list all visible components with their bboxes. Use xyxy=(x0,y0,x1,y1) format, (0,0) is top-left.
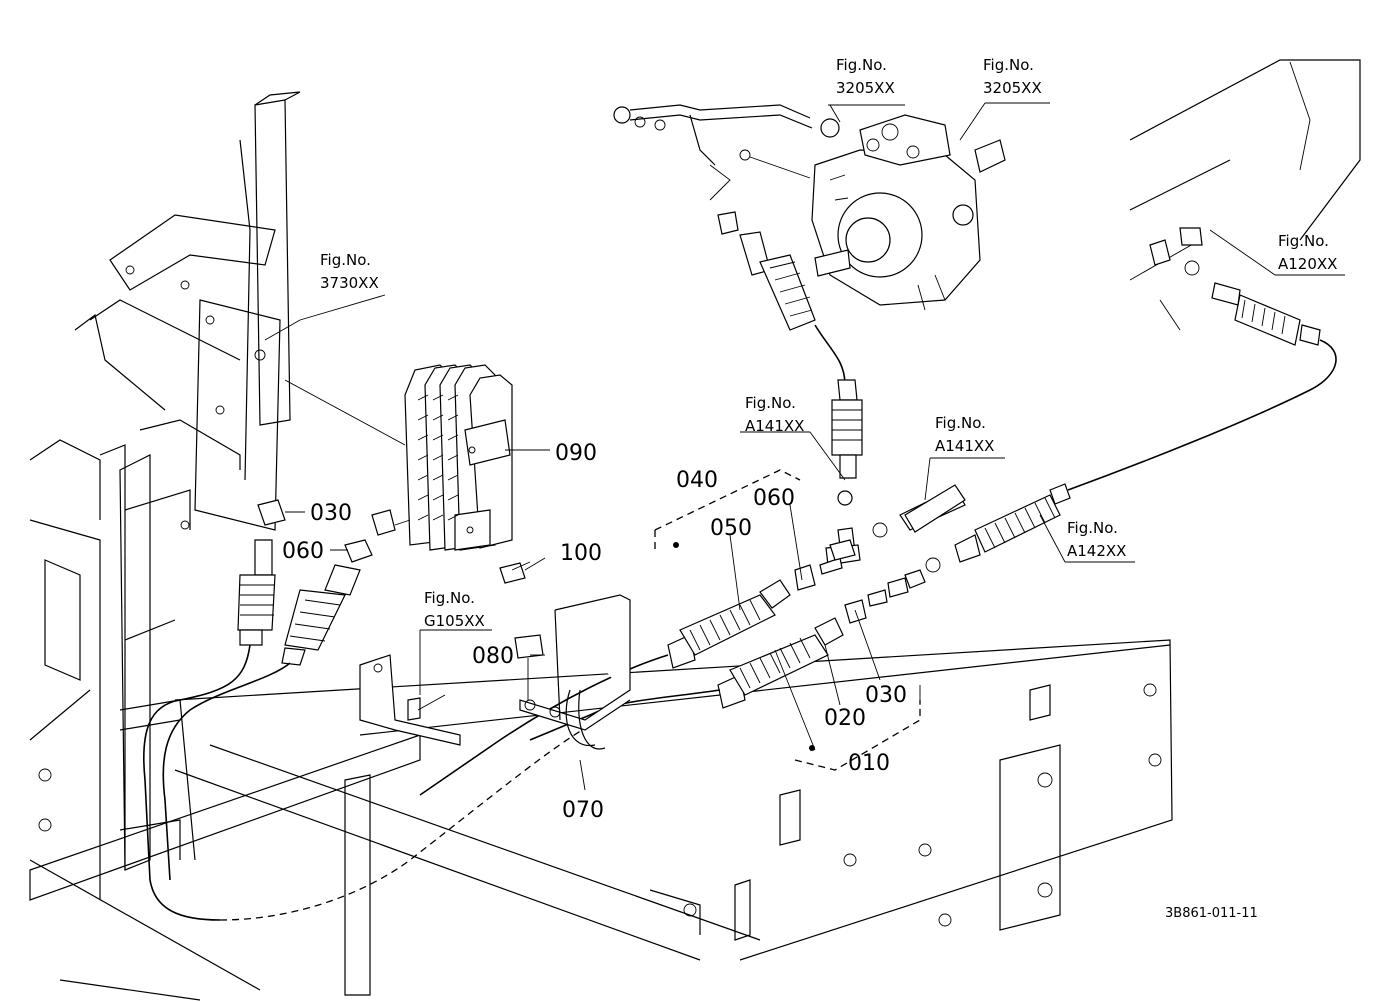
figref-a141xx-a: Fig.No. A141XX xyxy=(745,394,804,435)
callout-060-left: 060 xyxy=(282,539,324,564)
callout-060-center: 060 xyxy=(753,486,795,511)
bolt-100 xyxy=(499,561,531,584)
callout-090: 090 xyxy=(555,441,597,466)
cable-bracket-070 xyxy=(514,594,631,750)
figref-3205xx-b: Fig.No. 3205XX xyxy=(983,56,1042,97)
svg-text:A120XX: A120XX xyxy=(1278,255,1337,273)
callout-labels: 090 100 030 060 080 070 040 050 060 030 … xyxy=(282,441,907,823)
callout-100: 100 xyxy=(560,541,602,566)
callout-010: 010 xyxy=(848,751,890,776)
svg-text:Fig.No.: Fig.No. xyxy=(1067,519,1118,537)
figure-references: Fig.No. 3205XX Fig.No. 3205XX Fig.No. 37… xyxy=(320,56,1337,630)
svg-text:3205XX: 3205XX xyxy=(836,79,895,97)
svg-text:3730XX: 3730XX xyxy=(320,274,379,292)
chassis-frame xyxy=(29,59,1361,1001)
plate-g105 xyxy=(359,654,461,746)
svg-text:Fig.No.: Fig.No. xyxy=(320,251,371,269)
hydraulic-pump xyxy=(811,114,1006,311)
svg-text:A142XX: A142XX xyxy=(1067,542,1126,560)
oil-cooler xyxy=(284,364,513,551)
figref-3205xx-a: Fig.No. 3205XX xyxy=(836,56,895,97)
callout-050: 050 xyxy=(710,516,752,541)
upper-fluid-line xyxy=(613,104,840,201)
figref-g105xx: Fig.No. G105XX xyxy=(424,589,485,630)
callout-080: 080 xyxy=(472,644,514,669)
callout-030-center: 030 xyxy=(865,683,907,708)
callout-040: 040 xyxy=(676,468,718,493)
drawing-code: 3B861-011-11 xyxy=(1165,906,1258,921)
svg-text:3205XX: 3205XX xyxy=(983,79,1042,97)
callout-070: 070 xyxy=(562,798,604,823)
svg-text:Fig.No.: Fig.No. xyxy=(935,414,986,432)
figref-a120xx: Fig.No. A120XX xyxy=(1278,232,1337,273)
svg-text:Fig.No.: Fig.No. xyxy=(424,589,475,607)
callout-030-left: 030 xyxy=(310,501,352,526)
callout-020: 020 xyxy=(824,706,866,731)
leader-lines xyxy=(264,102,1345,791)
svg-text:G105XX: G105XX xyxy=(424,612,485,630)
svg-text:Fig.No.: Fig.No. xyxy=(1278,232,1329,250)
figref-a142xx: Fig.No. A142XX xyxy=(1067,519,1126,560)
svg-text:Fig.No.: Fig.No. xyxy=(983,56,1034,74)
left-tower-assembly xyxy=(74,91,301,871)
svg-text:Fig.No.: Fig.No. xyxy=(836,56,887,74)
figref-a141xx-b: Fig.No. A141XX xyxy=(935,414,994,455)
left-hoses xyxy=(142,499,601,921)
svg-text:Fig.No.: Fig.No. xyxy=(745,394,796,412)
center-cable-assembly xyxy=(419,227,1337,796)
figref-3730xx: Fig.No. 3730XX xyxy=(320,251,379,292)
svg-text:A141XX: A141XX xyxy=(935,437,994,455)
svg-text:A141XX: A141XX xyxy=(745,417,804,435)
